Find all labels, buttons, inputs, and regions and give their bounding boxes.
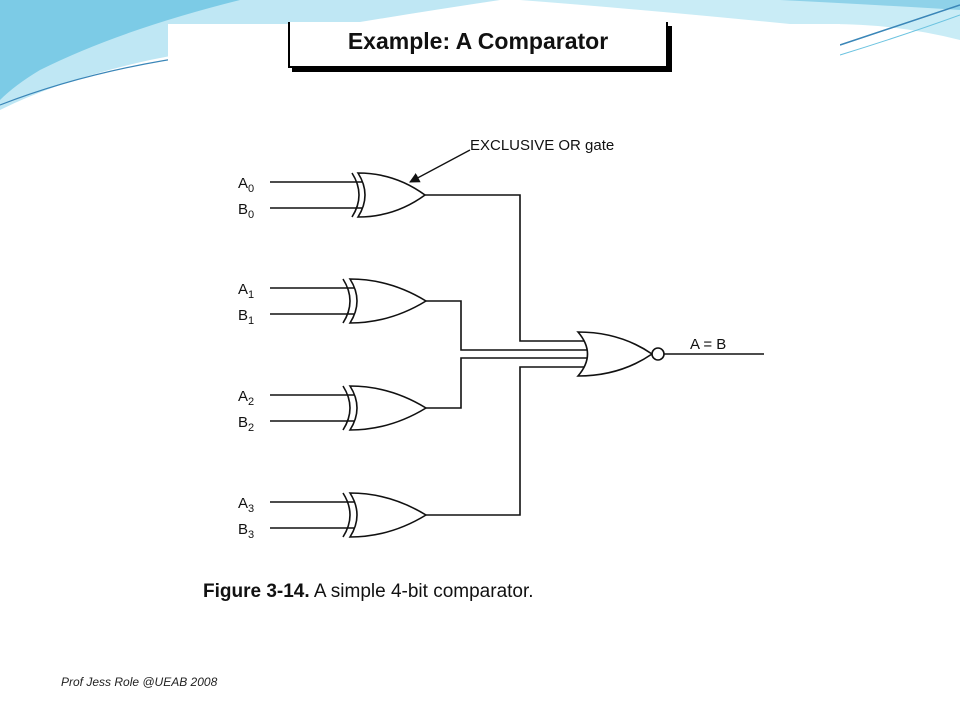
input-label-a0: A0 — [238, 175, 254, 195]
input-label-b2: B2 — [238, 414, 254, 434]
annotation-arrow — [409, 149, 471, 183]
caption-label: Figure 3-14. — [203, 581, 310, 602]
output-label: A = B — [690, 336, 726, 353]
slide-title: Example: A Comparator — [347, 28, 609, 54]
input-label-b0: B0 — [238, 201, 254, 221]
title-box: Example: A Comparator — [288, 22, 668, 68]
nor-bubble — [651, 347, 665, 361]
wire-gate3-to-nor — [426, 366, 590, 516]
input-label-a1: A1 — [238, 281, 254, 301]
top-right-stroke — [839, 4, 960, 46]
xor-gate-2 — [342, 385, 428, 431]
xor-gate-3 — [342, 492, 428, 538]
input-label-b1: B1 — [238, 307, 254, 327]
xor-annotation: EXCLUSIVE OR gate — [470, 137, 614, 154]
top-left-swoosh-dark — [0, 0, 240, 100]
top-right-stroke-2 — [839, 14, 960, 56]
wire-gate2-to-nor — [426, 357, 590, 409]
input-label-b3: B3 — [238, 521, 254, 541]
input-label-a3: A3 — [238, 495, 254, 515]
figure-caption: Figure 3-14. A simple 4-bit comparator. — [203, 581, 534, 603]
wire-gate1-to-nor — [426, 300, 590, 351]
top-right-swoosh — [520, 0, 960, 40]
top-right-swoosh-dark — [780, 0, 960, 10]
slide-footer: Prof Jess Role @UEAB 2008 — [61, 675, 218, 689]
xor-gate-1 — [342, 278, 428, 324]
caption-text: A simple 4-bit comparator. — [313, 581, 534, 602]
wire-gate0-to-nor — [425, 194, 590, 342]
xor-gate-0 — [351, 172, 427, 218]
nor-gate — [576, 331, 665, 377]
input-label-a2: A2 — [238, 388, 254, 408]
